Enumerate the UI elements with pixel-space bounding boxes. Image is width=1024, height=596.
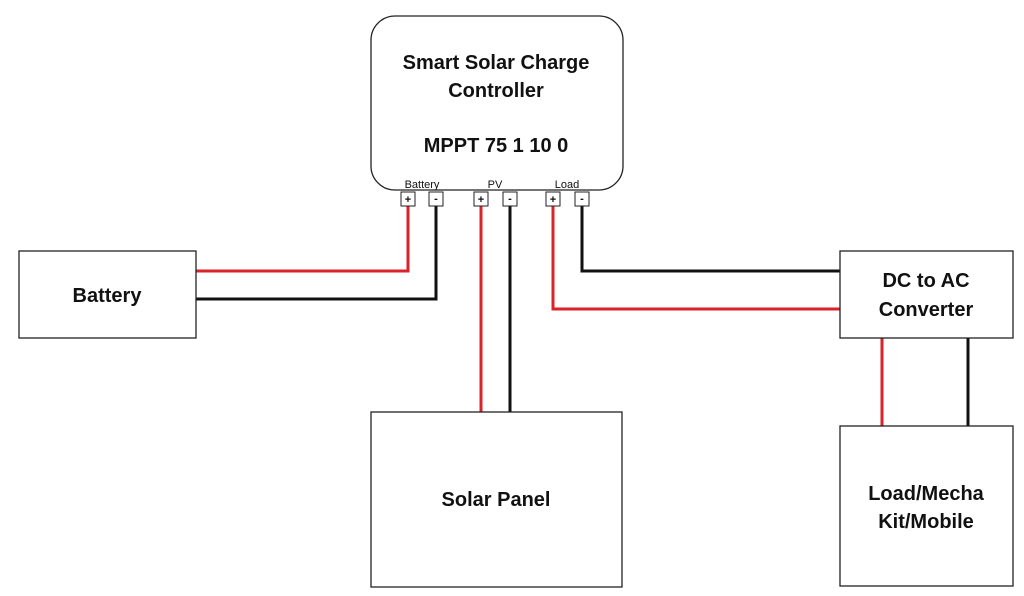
pv-negative-sign: - xyxy=(508,193,512,205)
battery-positive-sign: + xyxy=(405,194,411,206)
battery-block: Battery xyxy=(18,250,197,339)
charge-controller: Smart Solar Charge Controller MPPT 75 1 … xyxy=(370,15,624,207)
load-positive-terminal: + xyxy=(545,191,561,207)
battery-negative-terminal: - xyxy=(428,191,444,207)
converter-label-line1: DC to AC xyxy=(882,270,969,292)
load-label-line1: Load/Mecha xyxy=(868,483,984,505)
load-block: Load/Mecha Kit/Mobile xyxy=(839,425,1014,587)
controller-title-line1: Smart Solar Charge xyxy=(403,52,590,74)
port-label-pv: PV xyxy=(488,179,503,191)
load-negative-wire xyxy=(580,206,840,273)
converter-block: DC to AC Converter xyxy=(839,250,1014,339)
battery-negative-sign: - xyxy=(434,193,438,205)
battery-negative-wire xyxy=(196,206,438,301)
load-label-line2: Kit/Mobile xyxy=(878,511,974,533)
load-negative-sign: - xyxy=(580,193,584,205)
load-negative-terminal: - xyxy=(574,191,590,207)
pv-positive-sign: + xyxy=(478,194,484,206)
load-positive-sign: + xyxy=(550,194,556,206)
port-label-battery: Battery xyxy=(405,179,440,191)
battery-positive-terminal: + xyxy=(400,191,416,207)
pv-positive-terminal: + xyxy=(473,191,489,207)
battery-label: Battery xyxy=(73,285,143,307)
controller-model: MPPT 75 1 10 0 xyxy=(424,135,569,157)
converter-label-line2: Converter xyxy=(879,299,974,321)
pv-negative-terminal: - xyxy=(502,191,518,207)
battery-positive-wire xyxy=(196,206,410,273)
load-positive-wire xyxy=(551,206,840,311)
port-label-load: Load xyxy=(555,179,579,191)
controller-title-line2: Controller xyxy=(448,80,544,102)
solar-panel-label: Solar Panel xyxy=(442,489,551,511)
solar-panel-block: Solar Panel xyxy=(370,411,623,588)
